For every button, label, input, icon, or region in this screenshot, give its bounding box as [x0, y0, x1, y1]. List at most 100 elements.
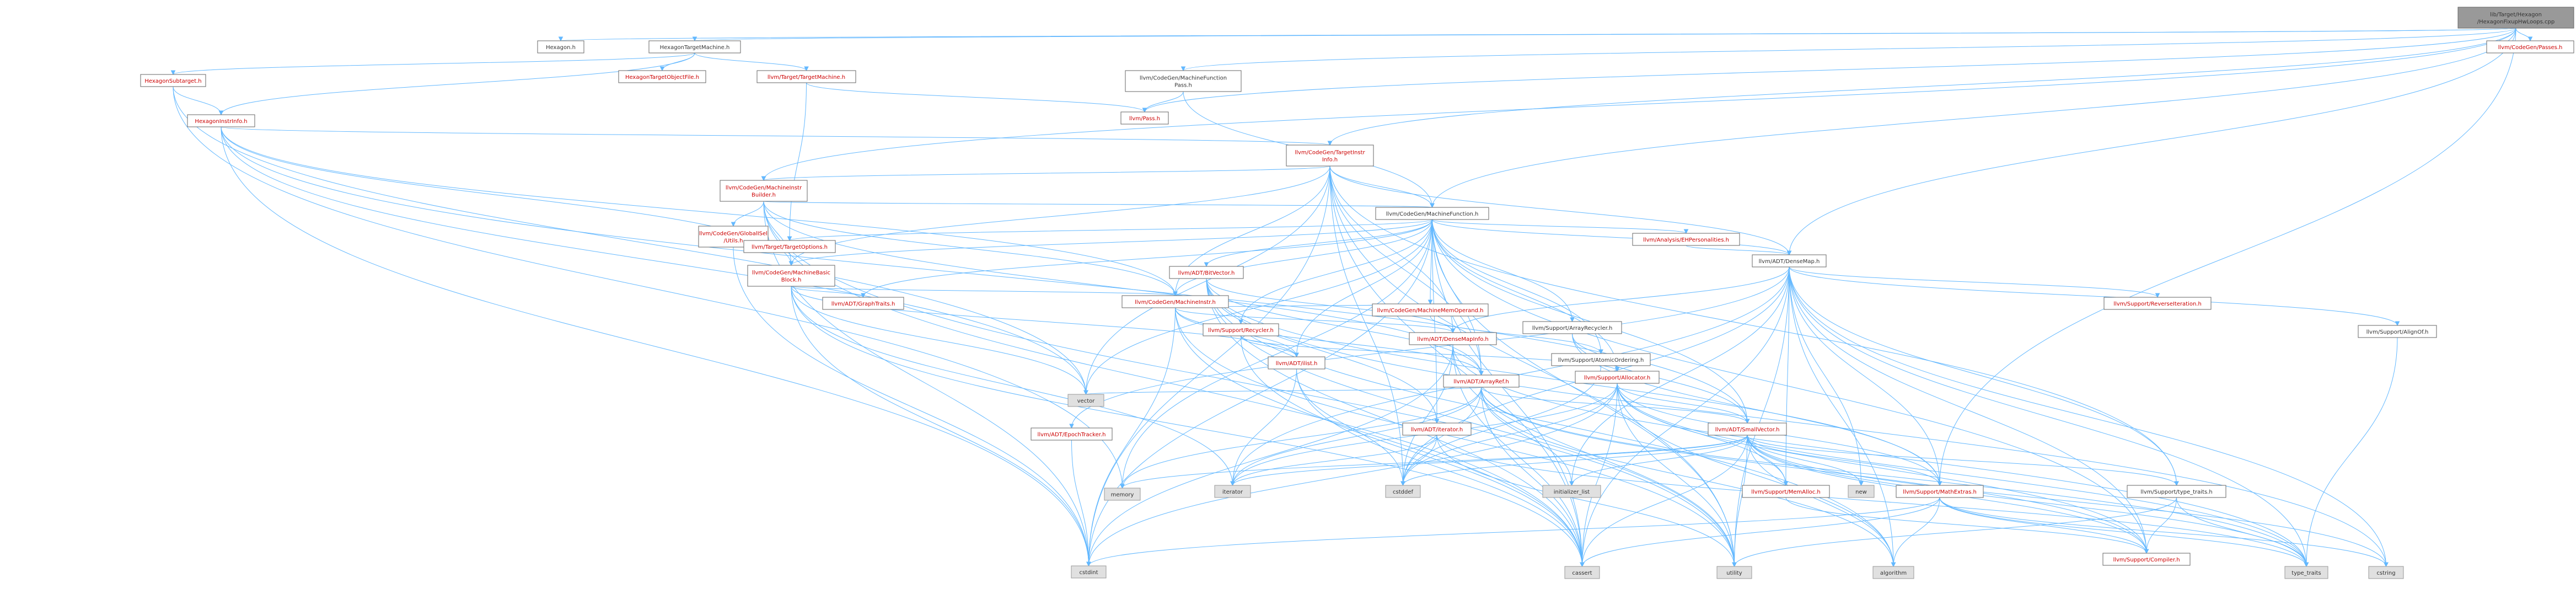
node-mi-h[interactable]: llvm/CodeGen/MachineInstr.h — [1121, 295, 1229, 308]
node-box — [618, 70, 706, 83]
node-arrayref-h[interactable]: llvm/ADT/ArrayRef.h — [1443, 374, 1520, 388]
node-iterator: iterator — [1214, 485, 1251, 498]
edge-smallvector_h-to-cassert — [1580, 435, 1748, 568]
node-ttm-h[interactable]: llvm/Target/TargetMachine.h — [756, 70, 856, 83]
edge-bitvector_h-to-utility — [1206, 278, 1737, 568]
node-ilist-h[interactable]: llvm/ADT/ilist.h — [1268, 356, 1325, 370]
node-label: llvm/CodeGen/MachineMemOperand.h — [1377, 308, 1484, 314]
nodes-layer: lib/Target/Hexagon/HexagonFixupHwLoops.c… — [140, 7, 2574, 579]
edge-mfp_h-to-pass_h — [1142, 91, 1184, 113]
node-box — [1268, 356, 1325, 370]
node-revit-h[interactable]: llvm/Support/ReverseIteration.h — [2103, 297, 2212, 310]
node-label: llvm/ADT/GraphTraits.h — [831, 301, 895, 307]
node-box — [2284, 566, 2328, 579]
edge-densemapinfo_h-to-cstdint — [1086, 344, 1453, 567]
node-memalloc-h[interactable]: llvm/Support/MemAlloc.h — [1742, 485, 1830, 498]
edge-smallvector_h-to-typetraits — [1747, 435, 2309, 568]
node-mathextras-h[interactable]: llvm/Support/MathExtras.h — [1896, 485, 1984, 498]
node-box — [1551, 353, 1651, 366]
node-box — [1742, 485, 1830, 498]
edge-hsub_h-to-vector — [173, 86, 1088, 395]
node-algorithm: algorithm — [1872, 566, 1914, 579]
node-ehpers-h[interactable]: llvm/Analysis/EHPersonalities.h — [1632, 233, 1740, 246]
node-label: llvm/Pass.h — [1129, 116, 1160, 122]
node-allocator-h[interactable]: llvm/Support/Allocator.h — [1575, 371, 1660, 384]
node-typetraits-h[interactable]: llvm/Support/type_traits.h — [2127, 485, 2226, 498]
edge-root-to-passes_h — [2515, 28, 2533, 42]
node-atomic-h[interactable]: llvm/Support/AtomicOrdering.h — [1551, 353, 1651, 366]
node-label: llvm/Support/ReverseIteration.h — [2113, 301, 2202, 307]
edge-mib_h-to-cstdint — [763, 201, 1091, 567]
node-box — [2102, 553, 2191, 566]
edge-htm_h-to-hsub_h — [170, 52, 695, 76]
node-box — [1031, 427, 1113, 441]
node-box — [1214, 485, 1251, 498]
node-recycler-h[interactable]: llvm/Support/Recycler.h — [1203, 323, 1279, 336]
node-label: HexagonTargetMachine.h — [660, 45, 730, 51]
node-htm-h[interactable]: HexagonTargetMachine.h — [648, 40, 741, 53]
edge-mib_h-to-mf_h — [763, 201, 1435, 208]
node-compiler-h[interactable]: llvm/Support/Compiler.h — [2102, 553, 2191, 566]
node-hexagon-h[interactable]: Hexagon.h — [537, 40, 584, 53]
edge-root-to-mathextras_h — [1937, 28, 2516, 486]
edge-arrayref_h-to-vector — [1083, 387, 1482, 395]
edge-recycler_h-to-ilist_h — [1241, 335, 1299, 358]
node-bitvector-h[interactable]: llvm/ADT/BitVector.h — [1169, 266, 1244, 279]
node-hsub-h[interactable]: HexagonSubtarget.h — [140, 74, 206, 87]
node-densemap-h[interactable]: llvm/ADT/DenseMap.h — [1752, 254, 1827, 267]
edge-densemap_h-to-densemapinfo_h — [1450, 266, 1790, 334]
node-box — [1752, 254, 1827, 267]
edge-mmo_h-to-atomic_h — [1430, 315, 1603, 355]
node-box — [1372, 303, 1489, 317]
node-alignof-h[interactable]: llvm/Support/AlignOf.h — [2358, 325, 2437, 338]
node-arrayrecycler-h[interactable]: llvm/Support/ArrayRecycler.h — [1522, 321, 1622, 334]
node-htof-h[interactable]: HexagonTargetObjectFile.h — [618, 70, 706, 83]
edge-typetraits_h-to-compiler_h — [2144, 497, 2177, 554]
edge-densemap_h-to-alignof_h — [1789, 266, 2400, 327]
edge-iterator_h-to-cstddef — [1400, 435, 1437, 486]
edge-root-to-densemap_h — [1786, 28, 2516, 256]
node-label: new — [1855, 489, 1867, 495]
node-box — [1575, 371, 1660, 384]
edge-mbb_h-to-graphtraits_h — [791, 286, 866, 298]
edge-smallvector_h-to-cstddef — [1400, 435, 1748, 486]
node-label: llvm/Support/Allocator.h — [1584, 375, 1650, 381]
node-label: llvm/Support/AlignOf.h — [2366, 329, 2429, 335]
node-smallvector-h[interactable]: llvm/ADT/SmallVector.h — [1708, 422, 1787, 436]
node-label: llvm/Support/AtomicOrdering.h — [1558, 357, 1644, 363]
node-label: initializer_list — [1554, 489, 1590, 495]
node-passes-h[interactable]: llvm/CodeGen/Passes.h — [2486, 40, 2574, 53]
edge-mathextras_h-to-algorithm — [1891, 497, 1940, 568]
node-densemapinfo-h[interactable]: llvm/ADT/DenseMapInfo.h — [1409, 332, 1497, 345]
node-root[interactable]: lib/Target/Hexagon/HexagonFixupHwLoops.c… — [2457, 7, 2574, 29]
node-label: llvm/Support/type_traits.h — [2140, 489, 2212, 495]
edge-root-to-htm_h — [692, 28, 2516, 42]
node-topt-h[interactable]: llvm/Target/TargetOptions.h — [743, 240, 836, 253]
node-box — [2368, 566, 2404, 579]
edge-arrayref_h-to-smallvector_h — [1481, 387, 1750, 424]
node-iterator-h[interactable]: llvm/ADT/iterator.h — [1402, 422, 1472, 436]
node-epoch-h[interactable]: llvm/ADT/EpochTracker.h — [1031, 427, 1113, 441]
edge-allocator_h-to-utility — [1617, 383, 1737, 568]
node-mmo-h[interactable]: llvm/CodeGen/MachineMemOperand.h — [1372, 303, 1489, 317]
node-box — [1203, 323, 1279, 336]
node-label: llvm/Support/MathExtras.h — [1903, 489, 1977, 495]
edge-alignof_h-to-typetraits — [2304, 337, 2398, 568]
node-label: llvm/Target/TargetOptions.h — [752, 244, 828, 250]
node-box — [2103, 297, 2212, 310]
node-hinfo-h[interactable]: HexagonInstrInfo.h — [187, 114, 255, 127]
node-mf-h[interactable]: llvm/CodeGen/MachineFunction.h — [1375, 207, 1489, 220]
node-pass-h[interactable]: llvm/Pass.h — [1120, 111, 1169, 125]
edge-densemap_h-to-typetraits — [1789, 266, 2309, 568]
edge-hinfo_h-to-cstdint — [221, 126, 1091, 567]
node-label: algorithm — [1880, 570, 1907, 576]
node-graphtraits-h[interactable]: llvm/ADT/GraphTraits.h — [822, 297, 904, 310]
node-label: llvm/ADT/ilist.h — [1276, 361, 1318, 367]
edge-smallvector_h-to-utility — [1732, 435, 1748, 568]
edge-ttm_h-to-pass_h — [806, 82, 1147, 113]
